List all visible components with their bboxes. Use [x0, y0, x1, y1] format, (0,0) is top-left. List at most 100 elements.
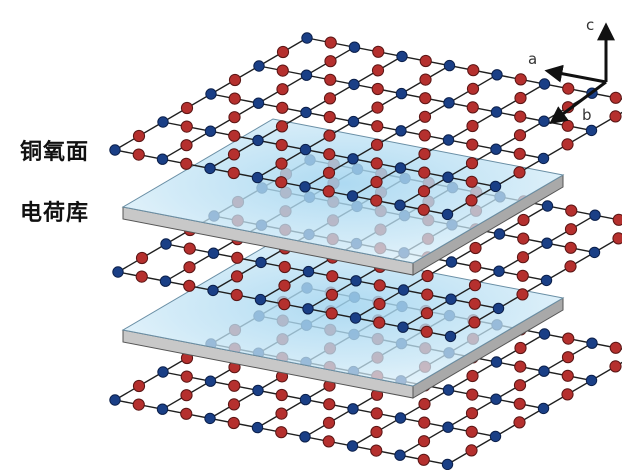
oxygen-atom	[322, 435, 335, 448]
copper-atom	[350, 275, 362, 287]
oxygen-atom	[564, 241, 577, 254]
oxygen-atom	[278, 279, 291, 292]
copper-atom	[493, 265, 505, 277]
oxygen-atom	[322, 185, 335, 198]
oxygen-atom	[324, 73, 337, 86]
oxygen-atom	[228, 92, 241, 105]
copper-atom	[300, 106, 312, 119]
copper-atom	[204, 162, 216, 175]
copper-atom	[442, 134, 455, 146]
oxygen-atom	[465, 175, 478, 188]
oxygen-atom	[230, 270, 244, 283]
oxygen-atom	[420, 307, 434, 320]
oxygen-atom	[466, 369, 479, 383]
oxygen-atom	[371, 120, 384, 133]
copper-atom	[541, 200, 554, 212]
oxygen-atom	[132, 379, 146, 393]
oxygen-atom	[275, 157, 288, 170]
oxygen-atom	[514, 91, 527, 105]
oxygen-atom	[180, 101, 194, 115]
oxygen-atom	[417, 203, 430, 216]
copper-atom	[394, 199, 406, 211]
oxygen-atom	[419, 54, 432, 68]
oxygen-atom	[228, 111, 241, 124]
oxygen-atom	[183, 261, 196, 274]
copper-atom	[112, 266, 124, 278]
copper-atom	[299, 181, 311, 193]
oxygen-atom	[513, 397, 526, 410]
oxygen-atom	[465, 407, 479, 420]
axis-b-label: b	[582, 106, 592, 124]
oxygen-atom	[516, 251, 530, 264]
oxygen-atom	[609, 360, 622, 373]
copper-atom	[347, 403, 359, 415]
copper-atom	[585, 124, 598, 137]
oxygen-atom	[421, 288, 434, 301]
copper-atom	[204, 412, 216, 425]
copper-atom	[442, 384, 455, 396]
top-cuo-plane	[109, 32, 622, 221]
oxygen-atom	[561, 351, 575, 364]
oxygen-atom	[180, 407, 193, 420]
oxygen-atom	[325, 288, 339, 301]
copper-atom	[160, 238, 172, 250]
copper-atom	[299, 431, 311, 443]
copper-atom	[299, 143, 312, 156]
cuo-plane-label: 铜氧面	[20, 140, 90, 165]
copper-atom	[490, 106, 503, 118]
oxygen-atom	[419, 73, 432, 86]
copper-atom	[252, 384, 264, 397]
copper-atom	[348, 78, 360, 91]
oxygen-atom	[371, 101, 384, 114]
copper-atom	[442, 421, 454, 433]
crystal-axes: c a b	[528, 16, 615, 125]
oxygen-atom	[132, 398, 145, 411]
oxygen-atom	[516, 288, 529, 301]
oxygen-atom	[227, 398, 241, 411]
copper-atom	[491, 69, 503, 81]
oxygen-atom	[562, 332, 575, 345]
copper-atom	[346, 440, 359, 452]
oxygen-atom	[227, 416, 240, 430]
oxygen-atom	[514, 73, 527, 86]
oxygen-atom	[418, 166, 431, 179]
oxygen-atom	[513, 416, 526, 429]
copper-atom	[490, 393, 502, 405]
oxygen-atom	[417, 453, 430, 466]
oxygen-atom	[466, 119, 479, 133]
oxygen-atom	[230, 288, 243, 302]
oxygen-atom	[231, 251, 244, 264]
copper-atom	[156, 403, 169, 415]
oxygen-atom	[180, 389, 193, 402]
oxygen-atom	[370, 444, 383, 457]
oxygen-atom	[467, 64, 480, 77]
copper-atom	[443, 97, 455, 109]
oxygen-atom	[323, 148, 336, 161]
copper-atom	[252, 97, 265, 109]
oxygen-atom	[514, 360, 527, 373]
oxygen-atom	[183, 279, 196, 292]
copper-atom	[541, 237, 553, 249]
oxygen-atom	[275, 176, 288, 189]
oxygen-atom	[275, 120, 289, 133]
copper-atom	[489, 430, 502, 443]
copper-atom	[492, 302, 505, 315]
copper-atom	[348, 41, 361, 53]
oxygen-atom	[135, 251, 149, 265]
oxygen-atom	[609, 110, 622, 123]
oxygen-atom	[370, 194, 383, 207]
copper-atom	[252, 134, 264, 147]
copper-atom	[490, 356, 503, 368]
copper-atom	[347, 153, 359, 165]
copper-atom	[204, 125, 217, 137]
oxygen-atom	[371, 64, 385, 77]
oxygen-atom	[609, 91, 622, 104]
copper-atom	[301, 32, 313, 44]
copper-atom	[394, 412, 407, 424]
copper-atom	[441, 208, 454, 221]
oxygen-atom	[275, 407, 288, 420]
copper-atom	[251, 421, 264, 434]
copper-atom	[537, 152, 550, 165]
copper-atom	[394, 449, 406, 461]
